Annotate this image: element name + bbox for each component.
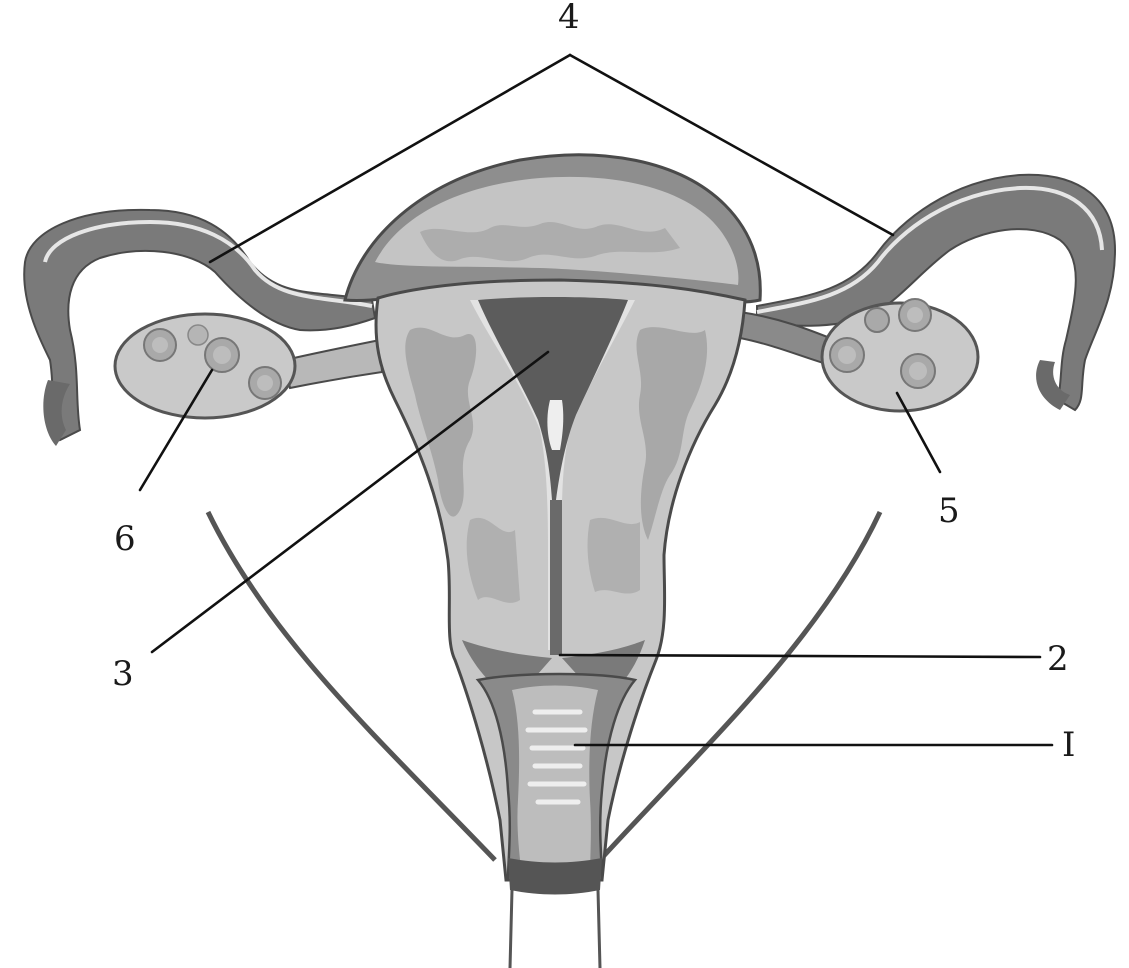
- cervical-canal: [550, 500, 562, 655]
- label-3: 3: [112, 654, 134, 694]
- label-5: 5: [938, 491, 960, 531]
- label-6: 6: [114, 519, 136, 559]
- label-4: 4: [558, 0, 580, 37]
- label-1: I: [1062, 725, 1075, 765]
- ovary-left: [115, 314, 295, 418]
- callout-5: 5: [897, 393, 960, 531]
- callout-1: I: [575, 725, 1075, 765]
- label-2: 2: [1047, 639, 1069, 679]
- ovarian-ligament-left: [285, 340, 382, 388]
